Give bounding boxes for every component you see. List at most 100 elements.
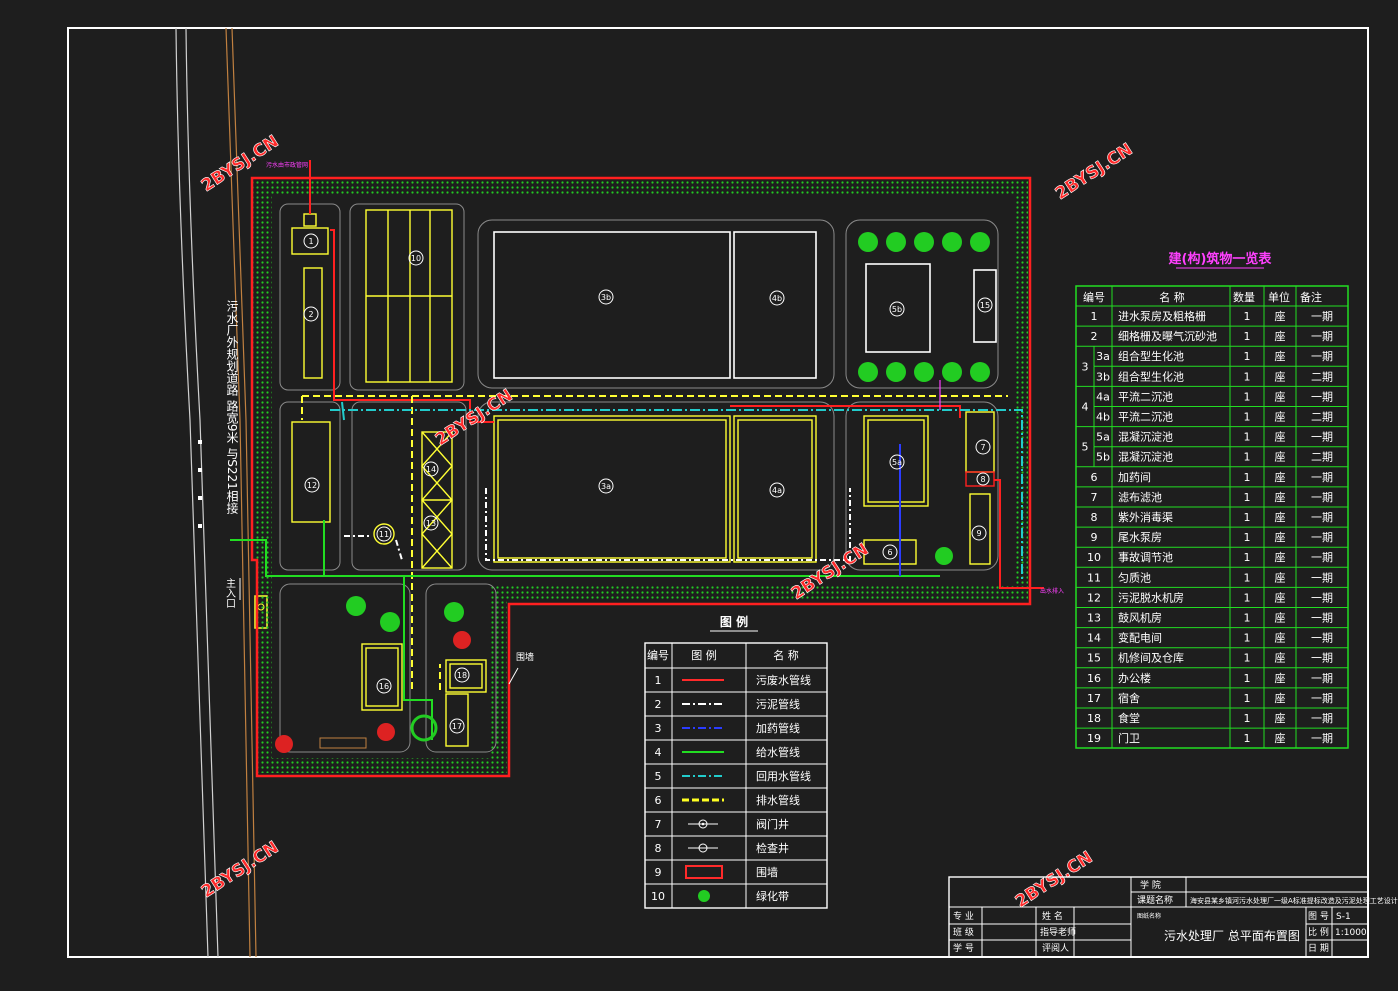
legend-no: 2 — [655, 698, 662, 711]
bt-note: 一期 — [1311, 350, 1333, 363]
bt-qty: 1 — [1244, 692, 1251, 705]
bt-group-8: 8 — [1091, 511, 1098, 524]
bt-qty: 1 — [1244, 370, 1251, 383]
bt-unit: 座 — [1275, 329, 1286, 343]
legend-name: 给水管线 — [756, 745, 800, 759]
tb-reviewer-label: 评阅人 — [1042, 943, 1069, 954]
unit-label-7: 7 — [980, 443, 985, 452]
bt-note: 一期 — [1311, 672, 1333, 685]
watermark-6: 2BYSJ.CN — [1012, 848, 1097, 913]
bt-qty: 1 — [1244, 511, 1251, 524]
bt-group-17: 17 — [1087, 692, 1101, 705]
bt-header-no: 编号 — [1083, 290, 1105, 304]
bt-unit: 座 — [1275, 611, 1286, 625]
unit-label-10: 10 — [411, 254, 421, 263]
tb-major-label: 专 业 — [953, 910, 974, 922]
bt-unit: 座 — [1275, 430, 1286, 444]
legend-name: 绿化带 — [756, 889, 789, 903]
wall-label: 围墙 — [516, 651, 534, 663]
bt-note: 一期 — [1311, 511, 1333, 524]
bt-unit: 座 — [1275, 470, 1286, 484]
title-block — [948, 876, 1369, 958]
watermark-3: 2BYSJ.CN — [432, 386, 517, 451]
tb-topic: 海安县某乡镇河污水处理厂一级A标准提标改造及污泥处理工艺设计 — [1190, 896, 1398, 905]
bt-group-5: 5 — [1082, 441, 1089, 454]
legend-name: 检查井 — [756, 841, 789, 855]
bt-qty: 1 — [1244, 591, 1251, 604]
outlet-note: 出水排入 — [1040, 587, 1064, 595]
unit-label-4b: 4b — [772, 294, 782, 303]
bt-group-12: 12 — [1087, 591, 1101, 604]
bt-header-name: 名 称 — [1159, 290, 1185, 304]
bt-name: 匀质池 — [1118, 571, 1151, 584]
watermark-5: 2BYSJ.CN — [198, 838, 283, 903]
bt-note: 一期 — [1311, 612, 1333, 625]
bt-unit: 座 — [1275, 631, 1286, 645]
bt-name: 尾水泵房 — [1118, 531, 1162, 544]
bt-qty: 1 — [1244, 632, 1251, 645]
bt-group-14: 14 — [1087, 632, 1101, 645]
legend-no: 3 — [655, 722, 662, 735]
legend-name: 阀门井 — [756, 817, 789, 831]
bt-unit: 座 — [1275, 651, 1286, 665]
bt-id-3a: 3a — [1096, 350, 1110, 363]
bt-name: 组合型生化池 — [1118, 349, 1184, 363]
legend-name: 围墙 — [756, 865, 778, 879]
bt-qty: 1 — [1244, 411, 1251, 424]
bt-note: 二期 — [1311, 370, 1333, 383]
bt-name: 变配电间 — [1118, 631, 1162, 645]
bt-name: 办公楼 — [1118, 671, 1151, 685]
bt-note: 一期 — [1311, 431, 1333, 444]
bt-note: 一期 — [1311, 471, 1333, 484]
unit-label-15: 15 — [980, 301, 990, 310]
tb-drawing-no-label: 图 号 — [1308, 911, 1329, 922]
bt-group-11: 11 — [1087, 571, 1101, 584]
bt-unit: 座 — [1275, 671, 1286, 685]
legend-name: 污泥管线 — [756, 697, 800, 711]
unit-label-16: 16 — [379, 682, 389, 691]
bt-qty: 1 — [1244, 712, 1251, 725]
bt-name: 污泥脱水机房 — [1118, 590, 1184, 604]
bt-unit: 座 — [1275, 410, 1286, 424]
bt-header-qty: 数量 — [1233, 291, 1255, 304]
legend-no: 8 — [655, 842, 662, 855]
bt-unit: 座 — [1275, 490, 1286, 504]
bt-note: 一期 — [1311, 330, 1333, 343]
bt-note: 一期 — [1311, 531, 1333, 544]
bt-name: 宿舍 — [1118, 691, 1140, 705]
bt-name: 滤布滤池 — [1118, 491, 1162, 504]
unit-label-4a: 4a — [772, 486, 782, 495]
bt-group-19: 19 — [1087, 732, 1101, 745]
bt-note: 一期 — [1311, 390, 1333, 403]
legend-no: 7 — [655, 818, 662, 831]
bt-qty: 1 — [1244, 310, 1251, 323]
bt-unit: 座 — [1275, 590, 1286, 604]
legend-symbol-manhole — [688, 843, 718, 853]
bt-header-unit: 单位 — [1268, 290, 1290, 304]
bt-note: 一期 — [1311, 712, 1333, 725]
bt-unit: 座 — [1275, 711, 1286, 725]
bt-group-16: 16 — [1087, 672, 1101, 685]
tb-date-label: 日 期 — [1308, 943, 1329, 954]
structures — [291, 209, 997, 747]
tb-scale: 1:1000 — [1335, 928, 1367, 938]
bt-group-18: 18 — [1087, 712, 1101, 725]
tb-student-id-label: 学 号 — [953, 942, 974, 954]
bt-unit: 座 — [1275, 510, 1286, 524]
legend-symbol-tree — [698, 890, 710, 902]
bt-qty: 1 — [1244, 531, 1251, 544]
unit-labels — [303, 233, 993, 734]
bt-qty: 1 — [1244, 732, 1251, 745]
unit-label-texts: 1 2 3a 3b 4a 4b 5a 5b 6 7 8 9 10 11 12 1… — [307, 237, 990, 731]
bt-name: 平流二沉池 — [1118, 389, 1173, 403]
road-label: 污水厂外规划道路 路宽9米 与S221相接 — [225, 300, 239, 514]
legend-header-symbol: 图 例 — [691, 648, 717, 662]
unit-label-12: 12 — [307, 481, 317, 490]
unit-label-3a: 3a — [601, 482, 611, 491]
drawing-frame — [67, 27, 1369, 958]
bt-group-13: 13 — [1087, 612, 1101, 625]
unit-label-5a: 5a — [892, 458, 902, 467]
